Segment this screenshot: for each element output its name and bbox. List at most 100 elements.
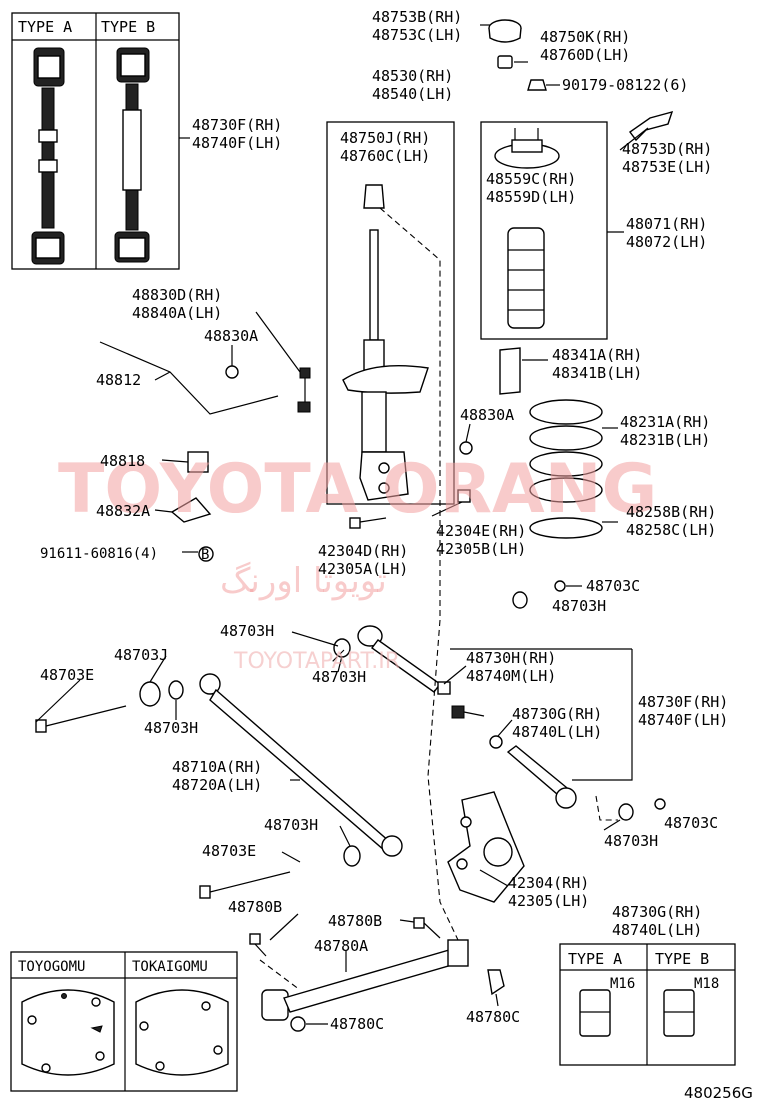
type-b-bottom-label: TYPE B	[655, 950, 709, 968]
lower-arm-48780a	[261, 939, 469, 1021]
shock-absorber	[342, 184, 429, 501]
upper-support	[494, 128, 560, 169]
type-a-label: TYPE A	[18, 18, 72, 36]
lateral-rod-48730f	[506, 745, 577, 809]
part-label: B	[201, 547, 209, 563]
stabilizer-bar	[99, 341, 279, 415]
nut-48780c-left	[290, 1016, 306, 1032]
part-label: 48753D(RH)	[622, 140, 712, 158]
part-label: 48703H	[220, 622, 274, 640]
spring-insulator	[529, 517, 603, 539]
watermark-brand: TOYOTA ORANG	[58, 450, 657, 529]
part-label: 48730H(RH)	[466, 649, 556, 667]
type-box-bottom: TYPE A TYPE B M16 M18	[559, 943, 736, 1066]
bolt-48730g	[451, 705, 485, 719]
part-label: 48703E	[202, 842, 256, 860]
washer-48703h-e	[168, 680, 184, 700]
part-label: 48341B(LH)	[552, 364, 642, 382]
part-label: 48812	[96, 371, 141, 389]
bolt-48780b-left	[249, 933, 267, 957]
part-label: 48231B(LH)	[620, 431, 710, 449]
watermark-site: TOYOTAPART.IR	[233, 649, 400, 674]
diagram-code: 480256G	[684, 1084, 753, 1102]
reference-b-marker	[198, 546, 214, 562]
part-label: 48703H	[604, 832, 658, 850]
part-label: 48072(LH)	[626, 233, 707, 251]
part-label: 90179-08122(6)	[562, 76, 688, 94]
part-label: 48231A(RH)	[620, 413, 710, 431]
coil-spring	[529, 399, 603, 503]
part-label: 48740F(LH)	[192, 134, 282, 152]
part-label: 48703C	[664, 814, 718, 832]
stabilizer-bracket	[170, 497, 212, 523]
part-label: 48740M(LH)	[466, 667, 556, 685]
part-label: 48730F(RH)	[192, 116, 282, 134]
toyogomu-label: TOYOGOMU	[18, 959, 85, 975]
part-label: 42305(LH)	[508, 892, 589, 910]
part-label: 48703H	[144, 719, 198, 737]
part-label: 48071(RH)	[626, 215, 707, 233]
bushing-top	[497, 55, 513, 69]
part-label: 48730G(RH)	[512, 705, 602, 723]
part-label: 48559D(LH)	[486, 188, 576, 206]
part-label: 48530(RH)	[372, 67, 453, 85]
part-label: 48559C(RH)	[486, 170, 576, 188]
rod-type-b	[114, 47, 150, 263]
upper-mount-cap	[488, 19, 522, 43]
m16-label: M16	[610, 976, 635, 992]
bushing-48703h-c	[437, 681, 451, 695]
part-label: 48740F(LH)	[638, 711, 728, 729]
part-label: 48703H	[264, 816, 318, 834]
nut-90179	[527, 79, 547, 91]
nut-48703c-top	[554, 580, 566, 592]
part-label: 48703E	[40, 666, 94, 684]
part-label: 48780A	[314, 937, 368, 955]
washer-48703j	[139, 681, 161, 707]
part-label: 48750K(RH)	[540, 28, 630, 46]
bolt-48703e-top	[35, 705, 127, 733]
type-a-bottom-label: TYPE A	[568, 950, 622, 968]
part-label: 48540(LH)	[372, 85, 453, 103]
part-label: 48730F(RH)	[638, 693, 728, 711]
part-label: 48780C	[466, 1008, 520, 1026]
part-label: 48740L(LH)	[612, 921, 702, 939]
part-label: 42304E(RH)	[436, 522, 526, 540]
gomu-box: TOYOGOMU TOKAIGOMU	[10, 951, 238, 1092]
dust-boot	[507, 227, 545, 329]
strut-assembly-box	[326, 121, 455, 505]
part-label: 48830A	[204, 327, 258, 345]
part-label: 48258C(LH)	[626, 521, 716, 539]
type-box-top: TYPE A TYPE B	[11, 12, 180, 270]
part-label: 48753C(LH)	[372, 26, 462, 44]
lateral-rod-48730h	[357, 625, 441, 693]
part-label: 48720A(LH)	[172, 776, 262, 794]
bracket-48753d	[629, 110, 674, 142]
spring-set-box	[480, 121, 608, 340]
part-label: 48760D(LH)	[540, 46, 630, 64]
part-label: 42304D(RH)	[318, 542, 408, 560]
part-label: 48780C	[330, 1015, 384, 1033]
part-label: 42305B(LH)	[436, 540, 526, 558]
washer-48703h-d	[618, 803, 634, 821]
bolt-48703e-bottom	[199, 871, 291, 899]
nut-48830a-left	[225, 365, 239, 379]
type-b-label: TYPE B	[101, 18, 155, 36]
part-label: 48740L(LH)	[512, 723, 602, 741]
watermark-persian: تویوتا اورنگ	[220, 561, 387, 601]
part-label: 48703H	[312, 668, 366, 686]
part-label: 48830D(RH)	[132, 286, 222, 304]
part-label: 48832A	[96, 502, 150, 520]
part-label: 42305A(LH)	[318, 560, 408, 578]
part-label: 48710A(RH)	[172, 758, 262, 776]
tokaigomu-label: TOKAIGOMU	[132, 959, 208, 975]
part-label: 48703H	[552, 597, 606, 615]
part-label: 48840A(LH)	[132, 304, 222, 322]
part-labels: 48753B(RH) 48753C(LH) 48750K(RH) 48760D(…	[40, 8, 728, 1033]
washer-48703h-a	[512, 591, 528, 609]
part-label: 48703C	[586, 577, 640, 595]
part-label: 48830A	[460, 406, 514, 424]
cam-42304e	[457, 489, 471, 503]
nut-48703c-bottom	[654, 798, 666, 810]
part-label: 48703J	[114, 646, 168, 664]
